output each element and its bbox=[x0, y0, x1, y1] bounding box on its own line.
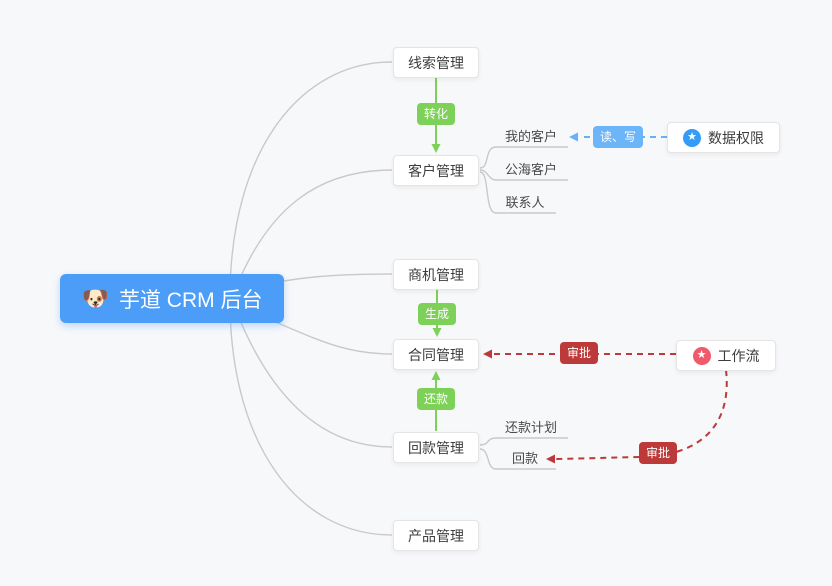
repay-arrowhead bbox=[431, 371, 441, 380]
node-contract-management: 合同管理 bbox=[393, 339, 479, 370]
tag-generate: 生成 bbox=[418, 303, 457, 325]
tag-read-write: 读、写 bbox=[593, 126, 644, 148]
child-line-my-customers bbox=[479, 146, 568, 169]
root-node-label: 芋道 CRM 后台 bbox=[118, 288, 263, 312]
star-icon: ★ bbox=[683, 128, 701, 147]
subitem-receivable-record: 回款 bbox=[511, 451, 538, 466]
root-node: 🐶 芋道 CRM 后台 bbox=[60, 274, 284, 323]
data-permission-label: 数据权限 bbox=[708, 129, 764, 146]
child-line-repayment-plan bbox=[479, 437, 568, 446]
child-line-receivable-record bbox=[479, 448, 556, 470]
tag-approve-receivable: 审批 bbox=[639, 442, 678, 464]
subitem-public-customers: 公海客户 bbox=[504, 162, 557, 177]
node-customer-management: 客户管理 bbox=[393, 155, 479, 186]
workflow-label: 工作流 bbox=[717, 347, 760, 364]
node-workflow: ★ 工作流 bbox=[676, 340, 776, 371]
read-write-arrowhead bbox=[569, 132, 578, 142]
approve-receivable-arrowhead bbox=[546, 454, 555, 464]
tag-approve-contract: 审批 bbox=[560, 342, 599, 364]
tag-convert: 转化 bbox=[417, 103, 456, 125]
node-data-permission: ★ 数据权限 bbox=[667, 122, 780, 153]
node-product-management: 产品管理 bbox=[393, 520, 479, 551]
node-business-management: 商机管理 bbox=[393, 259, 479, 290]
branch-line-product bbox=[229, 305, 393, 536]
subitem-contacts: 联系人 bbox=[505, 195, 545, 210]
generate-arrowhead bbox=[432, 328, 442, 337]
branch-line-lead bbox=[229, 61, 393, 293]
node-receivable-management: 回款管理 bbox=[393, 432, 479, 463]
child-line-public-customers bbox=[479, 169, 568, 181]
tag-repay: 还款 bbox=[417, 388, 456, 410]
subitem-my-customers: 我的客户 bbox=[504, 129, 557, 144]
branch-line-customer bbox=[234, 169, 393, 291]
dog-emoji-icon: 🐶 bbox=[81, 285, 109, 311]
convert-arrowhead bbox=[431, 144, 441, 153]
approve-contract-arrowhead bbox=[483, 349, 492, 359]
branch-line-receivable bbox=[234, 307, 393, 448]
star-icon: ★ bbox=[692, 346, 711, 365]
subitem-repayment-plan: 还款计划 bbox=[504, 420, 557, 435]
node-lead-management: 线索管理 bbox=[393, 47, 479, 78]
child-line-contacts bbox=[479, 171, 556, 214]
